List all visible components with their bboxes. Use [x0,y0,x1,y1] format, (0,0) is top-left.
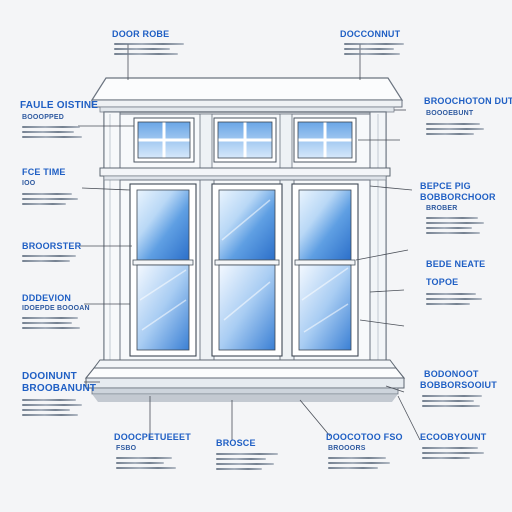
label-top-center: DOOR ROBE [112,29,170,39]
transom-light-right [293,117,357,163]
note-left-3 [22,252,82,262]
note-bottom-4 [422,444,492,459]
sash-left [129,183,197,357]
note-left-2 [22,190,82,205]
note-top-right [344,40,424,55]
label-left-4: DDDEVION [22,293,72,303]
label-left-2b: IOO [22,180,36,187]
label-bottom-4: ECOOBYOUNT [420,432,487,442]
label-left-5: DOOINUNT [22,371,77,382]
label-bottom-1b: FSBO [116,445,137,452]
head-casing [90,77,404,113]
transom-light-left [133,117,195,163]
label-top-right: DOCCONNUT [340,29,401,39]
label-right-1: BROOCHOTON DUT [424,96,512,106]
note-left-4 [22,314,86,329]
label-right-2c: BROBER [426,205,458,212]
transom-bar [99,167,391,181]
label-bottom-3: DOOCOTOO FSO [326,432,403,442]
label-bottom-1: DOOCPETUEEET [114,432,191,442]
transom-light-center [213,117,277,163]
window-sill [84,359,406,402]
label-left-4b: IDOEPDE BOOOAN [22,305,90,312]
note-bottom-3 [328,454,398,469]
label-right-3: BEDE NEATE [426,259,486,269]
note-left-1 [22,123,92,138]
note-bottom-2 [216,450,286,470]
note-right-4 [426,290,486,305]
label-right-4: TOPOE [426,277,459,287]
label-left-5b: BROOBANUNT [22,383,97,394]
label-left-3: BROORSTER [22,241,82,251]
sash-right [291,183,359,357]
label-bottom-2: BROSCE [216,438,256,448]
label-bottom-3b: BROOORS [328,445,366,452]
note-right-2 [426,214,490,234]
note-right-5 [422,392,492,407]
label-right-2: BEPCE PIG [420,181,471,191]
label-right-5b: BOBBORSOOIUT [420,380,497,390]
label-right-5: BODONOOT [424,369,479,379]
label-right-2b: BOBBORCHOOR [420,192,496,202]
note-right-1 [426,120,490,135]
leader-lines [78,44,421,441]
note-left-5 [22,396,86,416]
sash-center [211,183,283,357]
note-bottom-1 [116,454,182,469]
label-left-1: FAULE OISTINE [20,100,99,111]
label-left-2: FCE TIME [22,167,66,177]
label-left-1b: BOOOPPED [22,114,65,121]
label-right-1b: BOOOEBUNT [426,110,474,117]
note-top-center [114,40,194,55]
